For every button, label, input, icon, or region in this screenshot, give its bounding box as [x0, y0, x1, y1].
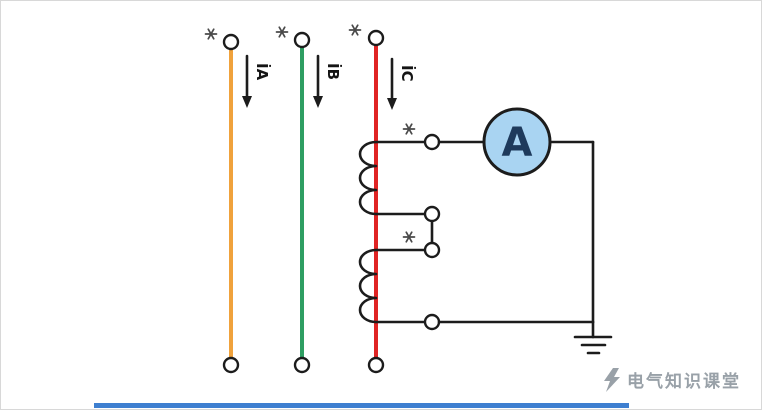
phase-c-conductor: İC [348, 24, 417, 374]
polarity-mark-icon [204, 28, 218, 40]
phase-c-current-label: İC [398, 65, 417, 82]
secondary-terminal-top [423, 133, 441, 151]
ground-icon [573, 320, 613, 355]
polarity-mark-icon [402, 231, 416, 243]
phase-c-bottom-terminal [367, 356, 385, 374]
current-transformer [358, 123, 441, 331]
polarity-mark-icon [402, 123, 416, 135]
phase-a-conductor: İA [204, 28, 272, 374]
watermark: 电气知识课堂 [604, 368, 741, 392]
polarity-mark-icon [275, 26, 289, 38]
ammeter-label: A [502, 120, 533, 166]
ct-winding-bottom-coil-icon [358, 248, 378, 324]
secondary-terminal-mid-upper [423, 205, 441, 223]
phase-c-arrowhead-icon [387, 98, 397, 110]
secondary-terminal-bottom [423, 313, 441, 331]
ammeter-body [482, 107, 552, 177]
ct-winding-top-coil-icon [358, 140, 378, 216]
secondary-terminal-mid-lower [423, 241, 441, 259]
phase-a-top-terminal [222, 33, 240, 51]
phase-b-current-label: İB [324, 63, 343, 80]
watermark-logo-icon [604, 368, 620, 392]
ammeter-loop-wiring [437, 140, 595, 324]
phase-b-top-terminal [293, 31, 311, 49]
phase-b-arrowhead-icon [313, 96, 323, 108]
phase-a-bottom-terminal [222, 356, 240, 374]
phase-c-top-terminal [367, 29, 385, 47]
polarity-mark-icon [348, 24, 362, 36]
phase-b-bottom-terminal [293, 356, 311, 374]
phase-a-current-label: İA [253, 63, 272, 81]
bottom-accent-bar [94, 403, 629, 408]
watermark-text: 电气知识课堂 [627, 371, 741, 392]
ammeter: A [482, 107, 552, 177]
phase-b-conductor: İB [275, 26, 343, 374]
phase-a-arrowhead-icon [242, 96, 252, 108]
